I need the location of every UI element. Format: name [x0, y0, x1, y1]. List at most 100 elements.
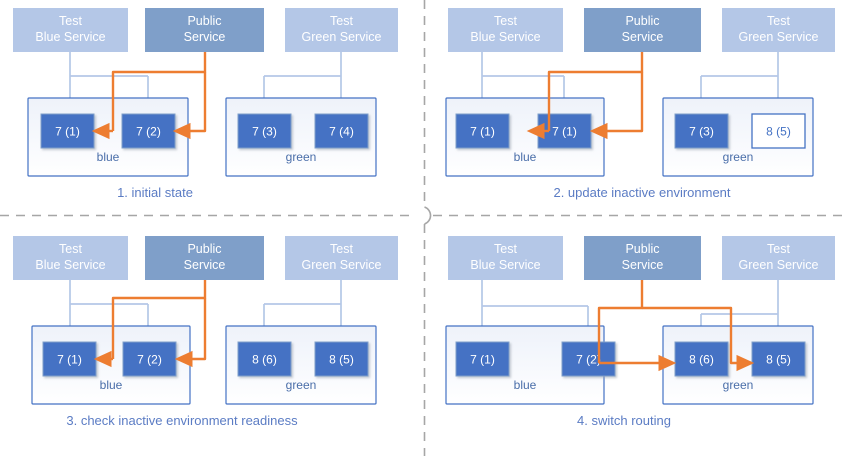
- panel-4-public-service[interactable]: Public Service: [584, 236, 701, 280]
- panel-3-public-service[interactable]: Public Service: [145, 236, 264, 280]
- panel-2-blue-node-0-label: 7 (1): [470, 125, 495, 139]
- panel-4-blue-node-1[interactable]: 7 (2): [561, 341, 616, 377]
- panel-1-green-node-0-label: 7 (3): [252, 125, 277, 139]
- panel-1-green-node-1-box[interactable]: [314, 113, 369, 149]
- panel-3-test-green-connectors: [258, 280, 347, 341]
- panel-4-green-node-1-label: 8 (5): [766, 353, 791, 367]
- panel-3-test-blue-service-line1: Test: [59, 242, 82, 256]
- panel-3-blue-node-0[interactable]: 7 (1): [42, 341, 97, 377]
- panel-4-test-green-service-line2: Green Service: [739, 258, 819, 272]
- panel-1-blue-node-1-label: 7 (2): [136, 125, 161, 139]
- panel-2-test-green-service-line2: Green Service: [739, 30, 819, 44]
- panel-3-green-node-1[interactable]: 8 (5): [314, 341, 369, 377]
- panel-2-blue-environment-label: blue: [514, 150, 537, 164]
- panel-4-green-environment-label: green: [723, 378, 754, 392]
- panel-1-blue-node-1-box[interactable]: [121, 113, 176, 149]
- panel-1-green-node-0[interactable]: 7 (3): [237, 113, 292, 149]
- panel-2-blue-node-0-box[interactable]: [455, 113, 510, 149]
- panel-2-green-node-0[interactable]: 7 (3): [674, 113, 729, 149]
- panel-1-public-service-line2: Service: [184, 30, 226, 44]
- panel-2-green-node-0-label: 7 (3): [689, 125, 714, 139]
- panel-2-caption: 2. update inactive environment: [553, 185, 730, 200]
- panel-4-green-node-0[interactable]: 8 (6): [674, 341, 729, 377]
- panel-4-green-node-1-box[interactable]: [751, 341, 806, 377]
- panel-1-blue-node-0-box[interactable]: [40, 113, 95, 149]
- panel-1-green-node-0-box[interactable]: [237, 113, 292, 149]
- panel-2-green-node-1-box[interactable]: [751, 113, 806, 149]
- panel-4-public-service-box[interactable]: [584, 236, 701, 280]
- panel-2-test-blue-service-line2: Blue Service: [470, 30, 540, 44]
- panel-2: blue green 7 (1) 7 (1) 7 (3) 8 (5): [445, 8, 835, 200]
- panel-3-test-green-service-line1: Test: [330, 242, 353, 256]
- panel-3-blue-node-1-box[interactable]: [122, 341, 177, 377]
- panel-1-test-blue-service-box[interactable]: [13, 8, 128, 52]
- panel-4-green-node-1[interactable]: 8 (5): [751, 341, 806, 377]
- panel-4-test-blue-service[interactable]: Test Blue Service: [448, 236, 563, 280]
- panel-1-test-green-connectors: [258, 52, 347, 113]
- panel-2-green-node-0-box[interactable]: [674, 113, 729, 149]
- panel-1-public-service-box[interactable]: [145, 8, 264, 52]
- panel-3-blue-node-1[interactable]: 7 (2): [122, 341, 177, 377]
- panel-1-blue-node-0[interactable]: 7 (1): [40, 113, 95, 149]
- panel-1-test-green-service[interactable]: Test Green Service: [285, 8, 398, 52]
- panel-1-green-node-1[interactable]: 7 (4): [314, 113, 369, 149]
- panel-4-test-blue-service-box[interactable]: [448, 236, 563, 280]
- panel-2-public-service-line1: Public: [625, 14, 659, 28]
- panel-3-public-service-line2: Service: [184, 258, 226, 272]
- panel-3-test-green-service-box[interactable]: [285, 236, 398, 280]
- panel-2-blue-node-1-label: 7 (1): [552, 125, 577, 139]
- panel-3-green-node-1-box[interactable]: [314, 341, 369, 377]
- panel-4-test-blue-connectors: [476, 280, 594, 341]
- panel-3-blue-node-0-box[interactable]: [42, 341, 97, 377]
- panel-2-public-service-line2: Service: [622, 30, 664, 44]
- panel-4-green-node-0-box[interactable]: [674, 341, 729, 377]
- panel-4-test-green-service-box[interactable]: [722, 236, 835, 280]
- panel-1-test-blue-service[interactable]: Test Blue Service: [13, 8, 128, 52]
- panel-2-test-blue-connectors: [476, 52, 570, 113]
- panel-4-public-routing: [597, 280, 755, 372]
- panel-3-public-service-box[interactable]: [145, 236, 264, 280]
- panel-2-green-node-1-label: 8 (5): [766, 125, 791, 139]
- panel-4-blue-node-1-box[interactable]: [561, 341, 616, 377]
- panel-2-test-green-service-line1: Test: [767, 14, 790, 28]
- panel-4-blue-node-0-box[interactable]: [455, 341, 510, 377]
- panel-2-test-green-service[interactable]: Test Green Service: [722, 8, 835, 52]
- panel-2-test-blue-service[interactable]: Test Blue Service: [448, 8, 563, 52]
- panel-3-test-green-service[interactable]: Test Green Service: [285, 236, 398, 280]
- panel-2-public-service[interactable]: Public Service: [584, 8, 701, 52]
- panel-4-blue-node-0[interactable]: 7 (1): [455, 341, 510, 377]
- panel-4-green-node-0-label: 8 (6): [689, 353, 714, 367]
- panel-3-blue-environment-label: blue: [100, 378, 123, 392]
- panel-3-public-service-line1: Public: [187, 242, 221, 256]
- panel-4-test-green-service-line1: Test: [767, 242, 790, 256]
- panel-4-caption: 4. switch routing: [577, 413, 671, 428]
- panel-4-blue-environment-label: blue: [514, 378, 537, 392]
- panel-3-blue-node-0-label: 7 (1): [57, 353, 82, 367]
- panel-1-test-blue-connectors: [64, 52, 154, 113]
- panel-4-blue-node-1-label: 7 (2): [576, 353, 601, 367]
- panel-1-public-service[interactable]: Public Service: [145, 8, 264, 52]
- panel-3-green-node-0-box[interactable]: [237, 341, 292, 377]
- panel-1-green-node-1-label: 7 (4): [329, 125, 354, 139]
- panel-3: blue green 7 (1) 7 (2) 8 (6) 8 (5): [13, 236, 398, 428]
- panel-1-test-green-service-box[interactable]: [285, 8, 398, 52]
- panel-2-test-green-service-box[interactable]: [722, 8, 835, 52]
- panel-1: blue green 7 (1) 7 (2) 7 (3) 7 (4): [13, 8, 398, 200]
- panel-2-blue-node-0[interactable]: 7 (1): [455, 113, 510, 149]
- panel-2-green-node-1[interactable]: 8 (5): [751, 113, 806, 149]
- panel-2-public-routing: [526, 52, 644, 140]
- panel-3-green-node-0[interactable]: 8 (6): [237, 341, 292, 377]
- panel-3-test-blue-service[interactable]: Test Blue Service: [13, 236, 128, 280]
- panel-1-blue-node-1[interactable]: 7 (2): [121, 113, 176, 149]
- panel-1-test-blue-service-line1: Test: [59, 14, 82, 28]
- panel-4-test-green-service[interactable]: Test Green Service: [722, 236, 835, 280]
- panel-3-test-blue-service-box[interactable]: [13, 236, 128, 280]
- panel-3-test-green-service-line2: Green Service: [302, 258, 382, 272]
- panel-2-test-blue-service-box[interactable]: [448, 8, 563, 52]
- panel-2-public-service-box[interactable]: [584, 8, 701, 52]
- panel-1-public-routing: [91, 52, 207, 140]
- panel-3-green-node-0-label: 8 (6): [252, 353, 277, 367]
